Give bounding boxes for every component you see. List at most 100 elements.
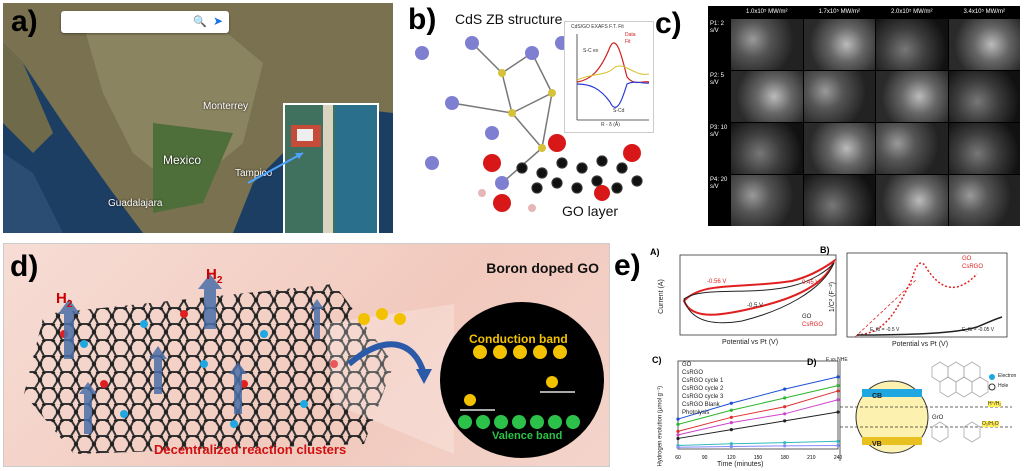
series-line [677,390,839,432]
nhe-axis-label: E vs NHE [826,357,848,363]
exafs-inset: CdS/GO EXAFS F.T. Fit Data Fit S-C ex S-… [564,21,654,133]
row-label: P2: 5 s/V [708,71,730,122]
panel-d-label: d) [10,250,39,283]
sem-image [803,71,875,122]
sem-image [876,19,948,70]
cv-plot [679,254,837,336]
sem-image [876,123,948,174]
data-point [783,396,787,400]
sem-image [948,71,1020,122]
x-tick-label: 120 [727,455,736,461]
data-point [676,436,680,441]
data-point [676,429,680,433]
column-header: 3.4x10⁵ MW/m² [948,6,1020,18]
series-line [677,444,839,448]
panel-c-label: c) [655,7,682,40]
panel-e-label: e) [614,249,641,282]
graphene-sheet [24,274,454,454]
data-point [783,405,787,409]
h2-label: H2 [56,290,73,310]
ms-xlabel: Potential vs Pt (V) [892,341,949,348]
band-diagram-circle [440,302,604,458]
band-alignment-diagram [839,361,1012,461]
subplot-d-label: D) [807,357,817,367]
panel-b-structure: b) CdS ZB structure GO layer [402,3,667,233]
exafs-plot [576,34,650,121]
data-point [836,439,840,443]
panel-a-label: a) [11,5,38,38]
electron-legend: Electron [998,373,1017,379]
map-label-country: Mexico [163,153,202,167]
cv-annotation: -0.5 V [747,303,764,309]
panel-b-label: b) [408,3,437,36]
data-point [836,375,840,379]
row-label: P4: 20 s/V [708,175,730,226]
column-header: 2.0x10⁵ MW/m² [876,6,948,18]
exafs-annotation-top: S-C ex [583,48,599,54]
column-header: 1.7x10⁵ MW/m² [803,6,875,18]
h2-xlabel: Time (minutes) [717,461,764,468]
ms-annotation: E_fb = -0.05 V [962,327,995,333]
exafs-legend-data: Data [625,32,636,38]
subplot-a-label: A) [650,247,660,257]
data-point [676,433,680,437]
exafs-legend-fit: Fit [625,39,631,45]
map-label-city-left: Guadalajara [108,198,163,209]
sem-image [948,175,1020,226]
mott-schottky-plot [846,252,1008,338]
data-point [783,444,787,448]
cv-xlabel: Potential vs Pt (V) [722,339,779,346]
exafs-annotation-bottom: S-Cd [613,108,625,114]
data-point [783,387,787,391]
structure-title: CdS ZB structure [455,11,563,27]
series-line [677,399,839,436]
sem-image [731,19,803,70]
panel-a-map: a) 🔍 ➤ Mexico Guadalajara Monterrey Tamp… [3,3,393,233]
data-point [783,412,787,416]
data-point [729,415,733,419]
sem-image [731,71,803,122]
boron-doped-go-title: Boron doped GO [486,260,599,276]
sem-image [803,19,875,70]
conduction-band-label: Conduction band [469,332,568,346]
sem-image [731,175,803,226]
data-point [676,422,680,426]
inset-pointer-arrow [247,152,304,184]
molecular-model [415,36,643,212]
vb-label: VB [872,441,882,448]
data-point [729,401,733,405]
data-point [836,389,840,393]
map-label-city-right: Tampico [235,168,273,179]
data-point [729,442,733,446]
series-line [677,385,839,425]
valence-band-label: Valence band [492,430,563,442]
data-point [836,384,840,388]
data-point [783,419,787,423]
x-tick-label: 210 [807,455,816,461]
search-icon[interactable]: 🔍 [193,16,207,28]
x-tick-label: 240 [834,455,843,461]
data-point [729,444,733,449]
plot-frame [677,360,839,450]
inset-image [285,105,377,233]
sem-image [731,123,803,174]
exafs-xlabel: R - δ (Å) [601,122,620,128]
cv-ylabel: Current (A) [657,279,665,314]
x-tick-label: 60 [675,455,681,461]
panel-d-illustration: d) Boron doped GO H2 H2 Conduction band … [3,243,610,467]
exafs-title: CdS/GO EXAFS F.T. Fit [571,24,624,30]
map-search-bar[interactable]: 🔍 ➤ [61,11,229,33]
cb-label: CB [872,393,883,400]
panel-c-sem-grid: c) 1.0x10⁵ MW/m² 1.7x10⁵ MW/m² 2.0x10⁵ M… [655,3,1024,228]
x-tick-label: 150 [754,455,763,461]
ms-annotation: E_fb = -0.5 V [870,327,900,333]
x-tick-label: 180 [780,455,789,461]
directions-icon[interactable]: ➤ [212,14,223,28]
sem-image [876,175,948,226]
grid-corner [708,6,730,18]
map-inset [283,103,379,233]
sem-image [948,19,1020,70]
series-line [677,440,839,446]
